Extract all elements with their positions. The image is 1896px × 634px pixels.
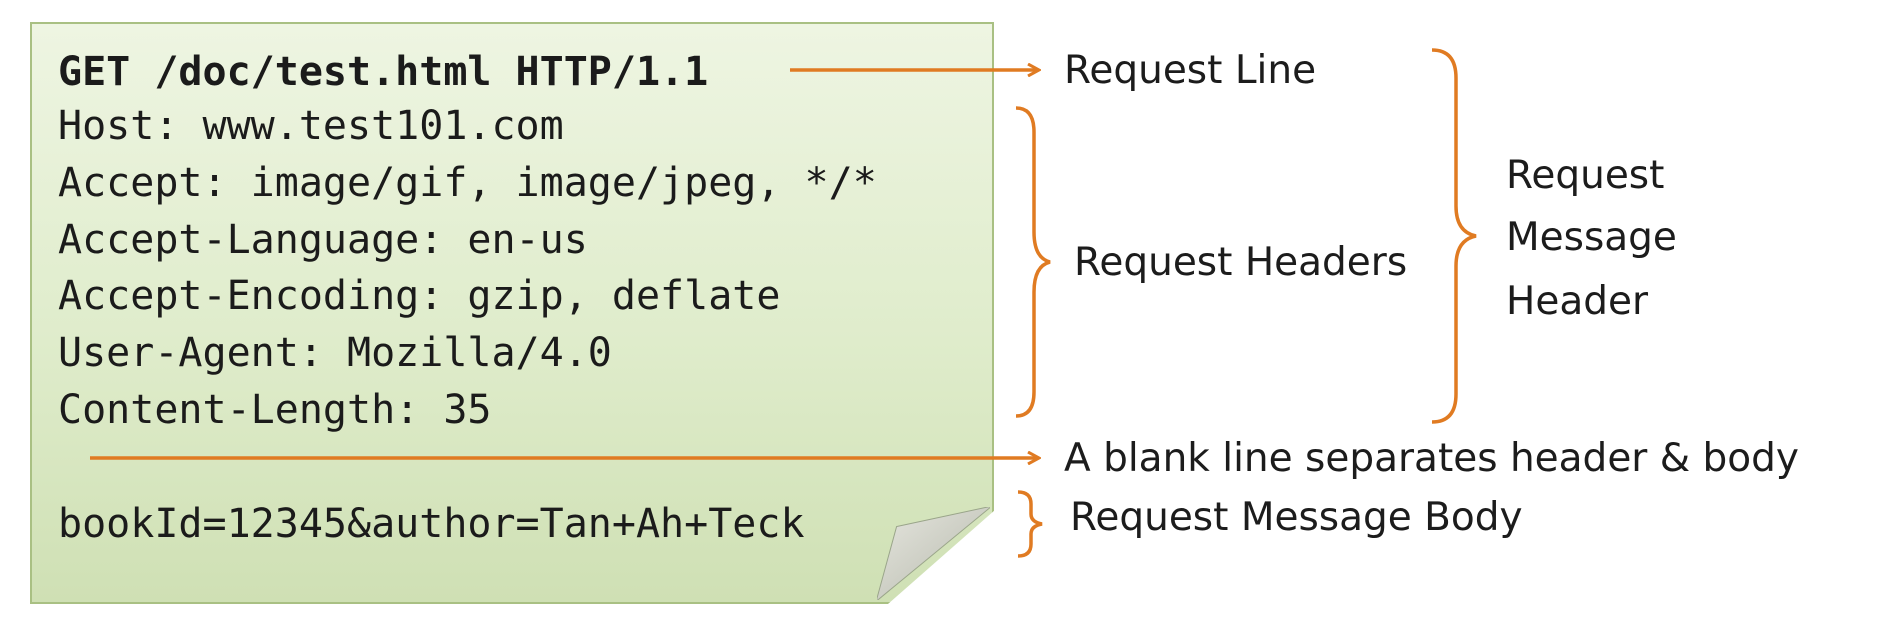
message-header-label-line2: Message (1506, 215, 1677, 260)
blank-line-label: A blank line separates header & body (1064, 436, 1800, 481)
header-accept: Accept: image/gif, image/jpeg, */* (58, 160, 877, 206)
request-line-label: Request Line (1064, 48, 1317, 93)
message-body-label: Request Message Body (1070, 495, 1523, 540)
message-header-brace (1431, 48, 1477, 424)
request-line-text: GET /doc/test.html HTTP/1.1 (58, 49, 709, 95)
message-header-label-line1: Request (1506, 153, 1665, 198)
message-body-text: bookId=12345&author=Tan+Ah+Teck (58, 501, 805, 547)
header-user-agent: User-Agent: Mozilla/4.0 (58, 330, 612, 376)
message-header-label-line3: Header (1506, 279, 1649, 324)
request-headers-label: Request Headers (1074, 240, 1408, 285)
request-note-card (30, 22, 994, 604)
header-accept-encoding: Accept-Encoding: gzip, deflate (58, 273, 781, 319)
page-fold-corner (877, 507, 990, 600)
header-host: Host: www.test101.com (58, 103, 564, 149)
message-body-brace (1017, 490, 1043, 558)
header-accept-language: Accept-Language: en-us (58, 217, 588, 263)
header-content-length: Content-Length: 35 (58, 387, 492, 433)
request-headers-brace (1015, 106, 1051, 418)
